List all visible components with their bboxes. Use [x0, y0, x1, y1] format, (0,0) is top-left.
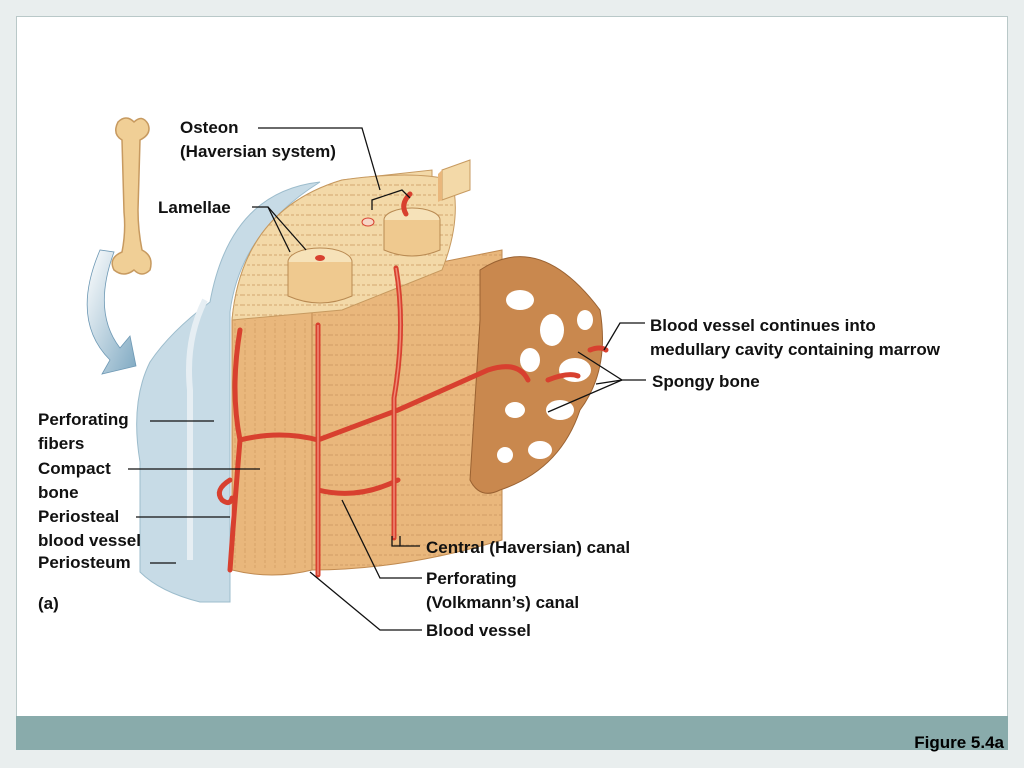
label-perforating-canal-1: Perforating	[426, 569, 517, 588]
label-blood-vessel: Blood vessel	[426, 621, 531, 640]
label-vessel-continues-2: medullary cavity containing marrow	[650, 340, 941, 359]
label-periosteal-vessel-1: Periosteal	[38, 507, 120, 526]
long-bone-icon	[109, 117, 152, 275]
label-periosteum: Periosteum	[38, 553, 131, 572]
label-vessel-continues-1: Blood vessel continues into	[650, 316, 876, 335]
vessel-highlights	[317, 267, 402, 575]
periosteum-layer	[136, 181, 321, 603]
figure-number: Figure 5.4a	[914, 733, 1004, 752]
label-perforating-canal-2: (Volkmann’s) canal	[426, 593, 580, 612]
label-central-canal: Central (Haversian) canal	[426, 538, 631, 557]
label-osteon: Osteon	[180, 118, 239, 137]
label-panel-a: (a)	[38, 594, 59, 613]
label-lamellae: Lamellae	[158, 198, 231, 217]
label-perforating-fibers-1: Perforating	[38, 410, 129, 429]
label-compact-bone-2: bone	[38, 483, 79, 502]
label-haversian-system: (Haversian system)	[180, 142, 336, 161]
label-periosteal-vessel-2: blood vessel	[38, 531, 141, 550]
label-compact-bone-1: Compact	[38, 459, 111, 478]
compact-bone-block	[231, 159, 503, 576]
zoom-arrow-icon	[86, 249, 137, 375]
leader-lines	[128, 127, 646, 631]
label-spongy-bone: Spongy bone	[652, 372, 760, 391]
label-perforating-fibers-2: fibers	[38, 434, 85, 453]
footer-bar	[16, 716, 1008, 750]
spongy-bone-mass	[469, 256, 603, 494]
